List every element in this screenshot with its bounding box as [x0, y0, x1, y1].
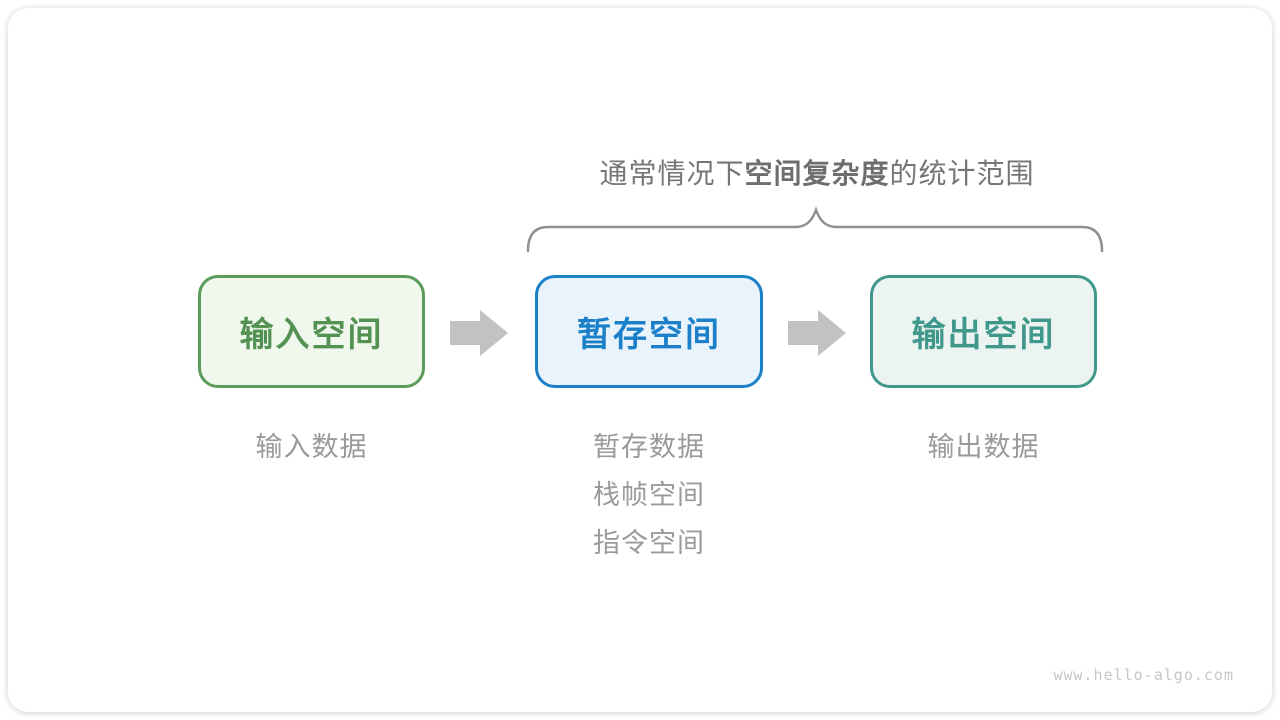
temp-space-label: 暂存空间 [577, 316, 721, 354]
watermark: www.hello-algo.com [1053, 666, 1234, 684]
diagram-card: 通常情况下空间复杂度的统计范围 输入空间 暂存空间 输出空间 [8, 8, 1272, 712]
title-prefix: 通常情况下 [599, 158, 745, 189]
output-space-box: 输出空间 [870, 275, 1097, 388]
input-space-box: 输入空间 [198, 275, 425, 388]
note-output-data: 输出数据 [927, 432, 1040, 462]
output-space-notes: 输出数据 [870, 423, 1097, 471]
diagram-title: 通常情况下空间复杂度的统计范围 [522, 152, 1112, 192]
scope-brace-icon [522, 204, 1108, 256]
note-stack-frame-space: 栈帧空间 [593, 480, 705, 510]
temp-space-box: 暂存空间 [535, 275, 763, 388]
input-space-label: 输入空间 [239, 316, 384, 354]
title-suffix: 的统计范围 [889, 158, 1035, 189]
temp-space-notes: 暂存数据 栈帧空间 指令空间 [535, 423, 763, 567]
title-bold-term: 空间复杂度 [744, 158, 890, 189]
note-temp-data: 暂存数据 [593, 432, 705, 462]
arrow-right-icon [788, 310, 846, 357]
input-space-notes: 输入数据 [198, 423, 425, 471]
note-input-data: 输入数据 [255, 432, 368, 462]
arrow-right-icon [450, 310, 508, 357]
note-instruction-space: 指令空间 [593, 528, 705, 558]
output-space-label: 输出空间 [911, 316, 1056, 354]
